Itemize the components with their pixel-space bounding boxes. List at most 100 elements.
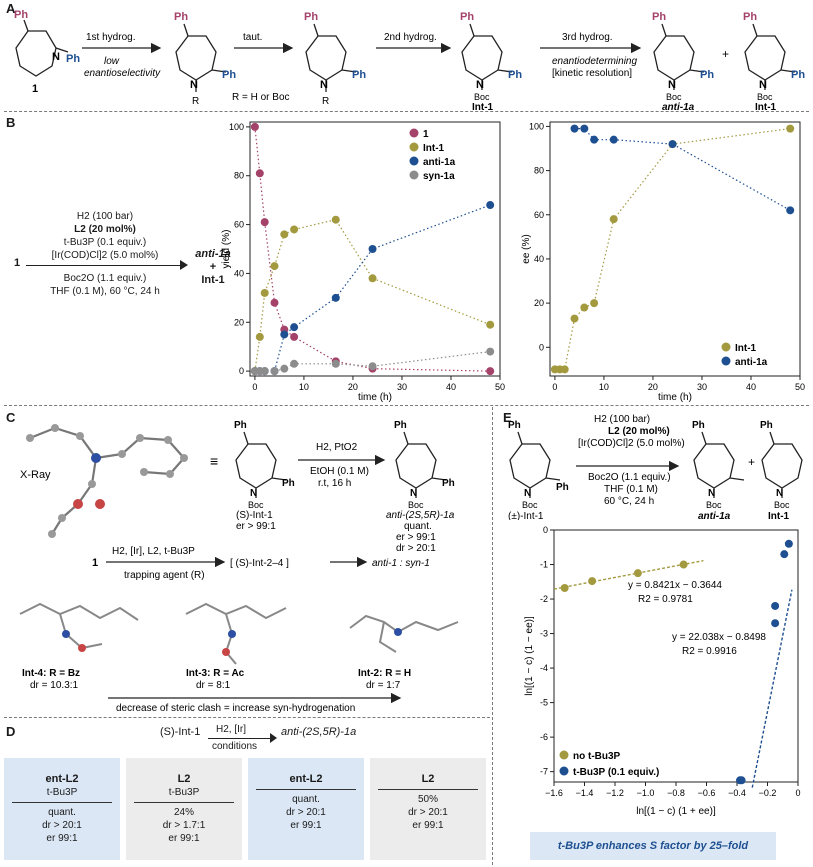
legend-marker: [409, 128, 419, 138]
x-tick-label: −0.8: [667, 788, 685, 798]
x-tick-label: −0.2: [759, 788, 777, 798]
data-point: [786, 124, 795, 133]
equivalence-sign: ≡: [210, 453, 218, 469]
product-label: anti-1a: [195, 248, 231, 260]
condition-line: Boc2O (1.1 equiv.): [63, 273, 147, 284]
step-note: [kinetic resolution]: [552, 68, 632, 79]
panel-label-c: C: [6, 410, 16, 425]
products-b: anti-1a + Int-1: [190, 248, 236, 287]
legend-marker: [721, 342, 731, 352]
dr-value: dr > 20:1: [286, 807, 326, 818]
data-point: [280, 230, 289, 239]
separator-cd: [4, 717, 490, 718]
ph-label: Ph: [760, 420, 773, 431]
data-point: [668, 140, 677, 149]
er-value: er 99:1: [46, 833, 78, 844]
data-point: [260, 218, 269, 227]
r-label: R: [192, 96, 199, 107]
n-label: N: [190, 79, 198, 91]
panel-d-arrow: [208, 738, 270, 739]
ph-label: Ph: [174, 11, 188, 23]
data-point: [590, 299, 599, 308]
data-point: [290, 359, 299, 368]
panel-d-reagent: H2, [Ir]: [216, 724, 247, 735]
boc-label: Boc: [522, 500, 538, 510]
xray-atoms: [26, 424, 188, 538]
int-4-structure: [19, 602, 139, 650]
x-tick-label: −0.4: [728, 788, 746, 798]
product-label: Int-1: [768, 511, 790, 520]
xray-structure: [29, 426, 186, 535]
n-label: N: [759, 79, 767, 91]
data-point: [570, 314, 579, 323]
separator-ab: [4, 111, 809, 112]
compound-label: 1: [32, 83, 38, 95]
condition-line: THF (0.1 M): [604, 484, 658, 495]
n-label: N: [320, 79, 328, 91]
ph-label: Ph: [352, 69, 366, 81]
y-tick-label: 0: [543, 525, 548, 535]
data-point: [771, 619, 780, 628]
n-label: N: [668, 79, 676, 91]
data-point: [331, 359, 340, 368]
data-point: [737, 776, 746, 785]
x-axis-label: time (h): [658, 392, 692, 403]
legend-label: 1: [423, 129, 429, 140]
n-label: N: [776, 488, 783, 499]
legend-label: Int-1: [735, 343, 757, 354]
y-tick-label: 60: [234, 220, 244, 230]
data-point: [679, 560, 688, 569]
ph-label: Ph: [556, 482, 569, 493]
x-tick-label: 40: [446, 382, 456, 392]
boc-label: Boc: [248, 500, 264, 510]
x-axis-label: ln[(1 − c) (1 + ee)]: [636, 806, 716, 817]
int-3-label: Int-3: R = Ac: [186, 668, 245, 679]
n-label: N: [250, 488, 257, 499]
condition-box-2: L2 t-Bu3P 24% dr > 1.7:1 er 99:1: [126, 758, 242, 860]
start-compound: 1: [92, 557, 98, 569]
x-tick-label: 20: [348, 382, 358, 392]
data-point: [580, 303, 589, 312]
legend-marker: [721, 356, 731, 366]
data-point: [290, 225, 299, 234]
dr-value: dr > 20:1: [42, 820, 82, 831]
condition-line: 60 °C, 24 h: [604, 496, 654, 507]
boc-label: Boc: [408, 500, 424, 510]
x-tick-label: 0: [552, 382, 557, 392]
y-tick-label: -1: [540, 560, 548, 570]
ph-label: Ph: [460, 11, 474, 23]
x-tick-label: 40: [746, 382, 756, 392]
condition-box-3: ent-L2 quant. dr > 20:1 er 99:1: [248, 758, 364, 860]
series-line: [574, 128, 791, 211]
outcome-label: anti-1 : syn-1: [372, 558, 430, 569]
int-3-dr: dr = 8:1: [196, 680, 231, 691]
y-tick-label: 80: [234, 171, 244, 181]
solvent-label: EtOH (0.1 M): [310, 466, 369, 477]
legend-marker: [559, 766, 569, 776]
box-divider: [256, 789, 356, 790]
panel-label-a: A: [6, 1, 16, 16]
plot-frame: [553, 529, 799, 783]
y-tick-label: -5: [540, 698, 548, 708]
x-tick-label: 0: [252, 382, 257, 392]
start-compound: (±)-Int-1: [508, 511, 544, 520]
data-point: [270, 367, 279, 376]
data-point: [368, 274, 377, 283]
er-label: er > 99:1: [236, 521, 276, 532]
x-tick-label: −1.4: [576, 788, 594, 798]
fit-equation: y = 0.8421x − 0.3644: [628, 580, 722, 591]
data-point: [786, 206, 795, 215]
boc-label: Boc: [474, 92, 490, 102]
er-value: er 99:1: [290, 820, 322, 831]
legend-marker: [409, 156, 419, 166]
y-tick-label: 0: [239, 366, 244, 376]
data-point: [368, 362, 377, 371]
data-point: [633, 569, 642, 578]
legend-marker: [409, 142, 419, 152]
box-divider: [12, 802, 112, 803]
reagent-label: H2, PtO2: [316, 442, 358, 453]
data-point: [580, 124, 589, 133]
data-point: [270, 298, 279, 307]
arrow-head: [270, 733, 277, 743]
